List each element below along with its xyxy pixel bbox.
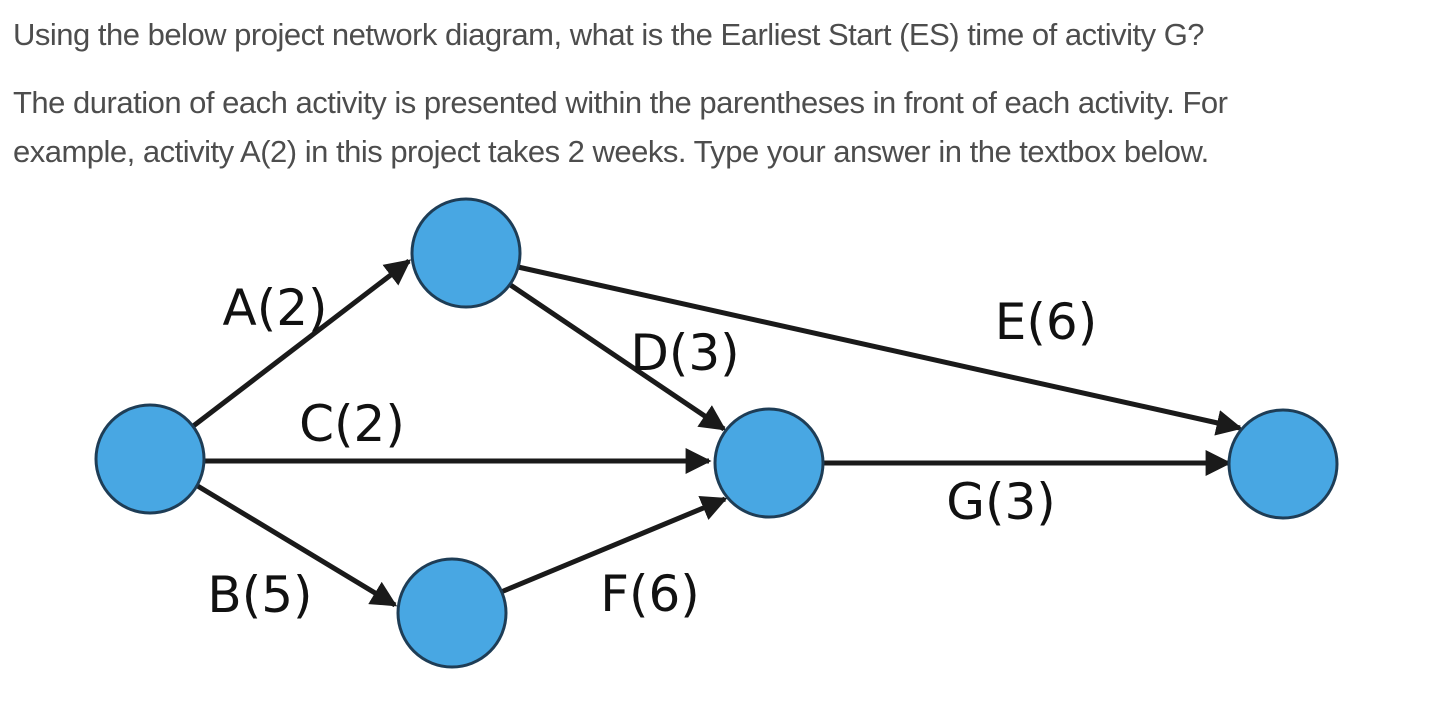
activity-c-label: C(2) [299,395,405,453]
edge-activity-f [500,495,728,595]
node-middle [713,407,825,519]
node-end [1227,408,1339,520]
activity-b-label: B(5) [207,566,312,624]
edge-activity-b [194,482,398,608]
node-top [410,197,522,309]
question-prompt: Using the below project network diagram,… [13,17,1205,52]
edge-activity-e [517,264,1243,436]
activity-g-label: G(3) [946,473,1056,531]
node-bottom [396,557,508,669]
node-start [94,403,206,515]
activity-a-label: A(2) [222,279,327,337]
edge-activity-d [507,281,727,432]
edge-activity-a [190,259,412,429]
question-instructions-line-1: The duration of each activity is present… [13,85,1228,120]
activity-d-label: D(3) [630,324,739,382]
question-instructions-line-2: example, activity A(2) in this project t… [13,134,1209,169]
activity-e-label: E(6) [995,293,1097,351]
activity-f-label: F(6) [600,565,700,623]
